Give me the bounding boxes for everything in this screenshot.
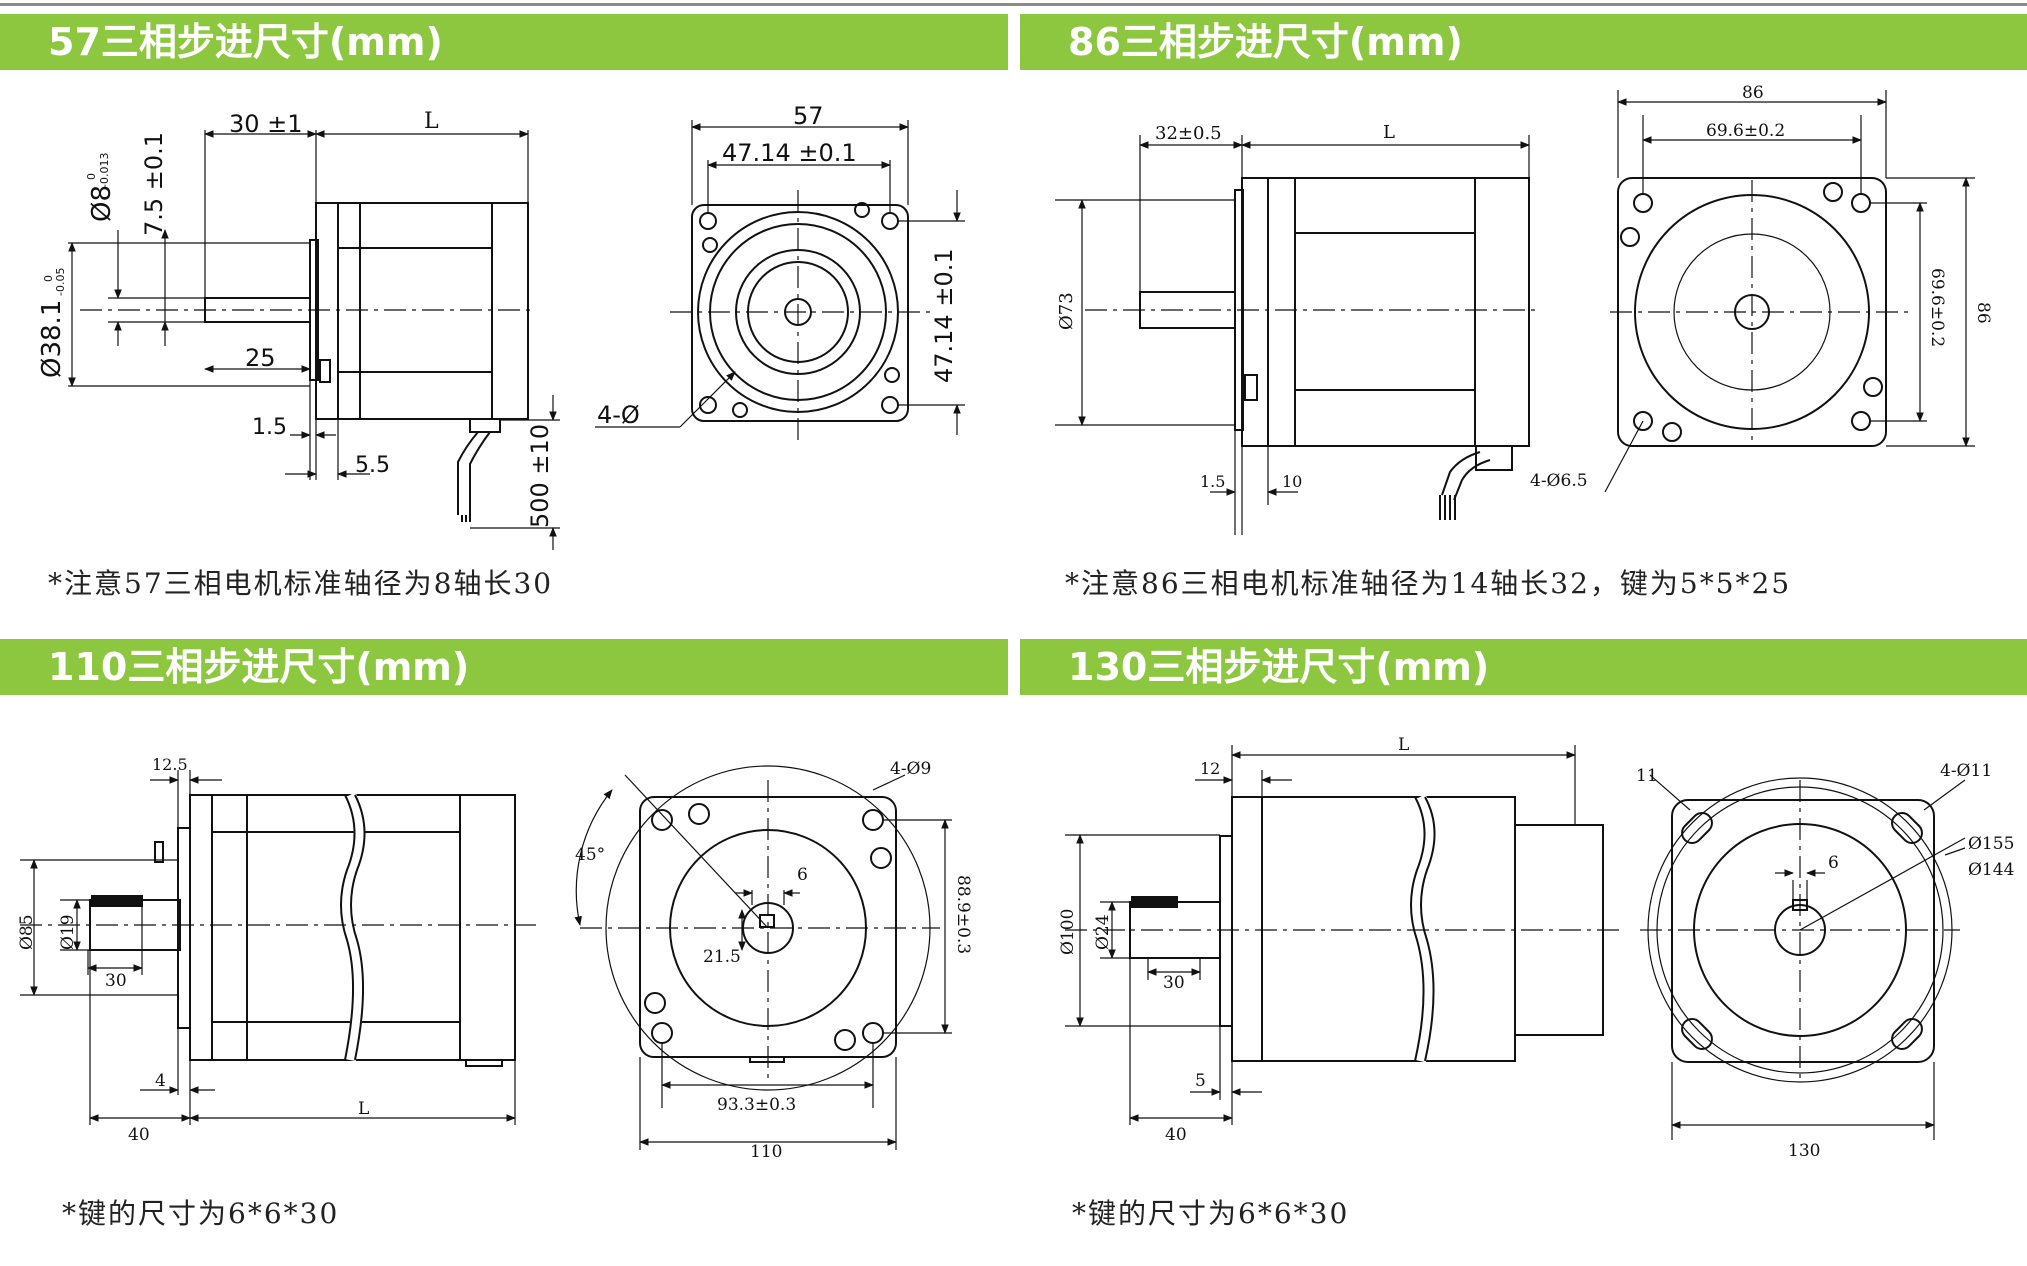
dim110-body-length: L — [358, 1099, 369, 1119]
note-110: *键的尺寸为6*6*30 — [62, 1197, 340, 1230]
dim57-flange-thickness: 1.5 — [252, 415, 287, 440]
dim57-shaft-tol-top: 0 — [85, 173, 98, 180]
dim130-pcd: Ø155 — [1968, 834, 2014, 854]
dim110-width: 110 — [750, 1142, 782, 1162]
dim86-hole-spacing-vertical: 69.6±0.2 — [1927, 268, 1947, 347]
motor86-side-view — [1055, 135, 1540, 535]
section-title-130: 130三相步进尺寸(mm) — [1020, 639, 2027, 695]
dim130-width: 130 — [1788, 1141, 1820, 1161]
motor110-front-view — [574, 765, 952, 1150]
dim110-hole-spacing-vertical: 88.9±0.3 — [953, 875, 973, 954]
dim110-shaft-length: 40 — [128, 1125, 150, 1145]
motor57-front-view — [595, 120, 965, 440]
dim86-flange-thickness: 1.5 — [1200, 472, 1225, 491]
dim130-step: 5 — [1195, 1071, 1206, 1091]
dim110-step: 4 — [155, 1071, 166, 1091]
dim110-key-length: 30 — [105, 971, 127, 991]
dim130-flange-thickness: 12 — [1200, 759, 1220, 778]
motor130-front-view — [1640, 774, 1966, 1140]
top-rule — [0, 3, 2027, 6]
motor110-side-view — [20, 770, 540, 1125]
dim86-height: 86 — [1973, 302, 1993, 324]
dim110-shaft-diameter: Ø19 — [58, 914, 78, 950]
dim57-step: 5.5 — [355, 453, 390, 478]
dim110-mount-holes: 4-Ø9 — [890, 759, 931, 779]
note-130: *键的尺寸为6*6*30 — [1072, 1197, 1350, 1230]
dim86-step: 10 — [1282, 472, 1302, 491]
section-title-57: 57三相步进尺寸(mm) — [0, 14, 1008, 70]
dim110-hole-spacing: 93.3±0.3 — [717, 1095, 796, 1115]
dim57-key-length: 25 — [245, 344, 276, 372]
note-57: *注意57三相电机标准轴径为8轴长30 — [48, 567, 554, 600]
dim57-boss-diameter: Ø38.1 — [37, 300, 67, 378]
dim130-body-length: L — [1398, 735, 1409, 755]
note-86: *注意86三相电机标准轴径为14轴长32，键为5*5*25 — [1065, 567, 1792, 600]
dim130-mount-holes: 4-Ø11 — [1940, 761, 1992, 781]
dim110-angle: 45° — [575, 845, 605, 865]
dim110-key-width: 6 — [797, 865, 808, 885]
section-title-86: 86三相步进尺寸(mm) — [1020, 14, 2027, 70]
dim57-flat-depth: 7.5 ±0.1 — [140, 132, 168, 236]
dim86-width: 86 — [1742, 83, 1764, 103]
dim110-key-height: 21.5 — [703, 947, 741, 967]
motor86-front-view — [1604, 90, 1975, 493]
dim57-body-length: L — [424, 109, 439, 134]
dim57-lead-length: 500 ±10 — [526, 424, 554, 528]
section-title-110: 110三相步进尺寸(mm) — [0, 639, 1008, 695]
motor130-side-view — [1065, 745, 1620, 1125]
dim130-shaft-diameter: Ø24 — [1093, 914, 1113, 950]
dim110-boss-diameter: Ø85 — [17, 914, 37, 950]
motor57-side-view — [68, 130, 560, 550]
dim110-flange-thickness: 12.5 — [152, 755, 188, 774]
dim57-shaft-tol-bottom: -0.013 — [98, 153, 111, 188]
dim130-key-length: 30 — [1163, 973, 1185, 993]
dim57-shaft-length: 30 ±1 — [229, 110, 303, 138]
dim86-hole-spacing: 69.6±0.2 — [1706, 121, 1785, 141]
dim57-hole-spacing-vertical: 47.14 ±0.1 — [930, 248, 958, 383]
dim57-width: 57 — [793, 102, 824, 130]
dim57-boss-tol-top: 0 — [42, 275, 55, 282]
dim86-pilot-diameter: Ø73 — [1056, 292, 1077, 330]
dim130-boss-diameter: Ø100 — [1058, 909, 1078, 955]
dim57-hole-spacing: 47.14 ±0.1 — [722, 139, 857, 167]
dim86-body-length: L — [1383, 122, 1395, 143]
dim130-pilot-diameter: Ø144 — [1968, 860, 2014, 880]
dim86-shaft-length: 32±0.5 — [1155, 123, 1222, 144]
dim57-boss-tol-bottom: -0.05 — [54, 268, 67, 296]
dim130-key-width: 6 — [1828, 853, 1839, 873]
dim130-shaft-length: 40 — [1165, 1125, 1187, 1145]
dim86-mount-holes: 4-Ø6.5 — [1530, 471, 1588, 491]
dim130-slot-width: 11 — [1636, 766, 1658, 786]
dim57-shaft-diameter: Ø8 — [87, 185, 117, 222]
dim57-mount-holes: 4-Ø — [597, 401, 640, 429]
